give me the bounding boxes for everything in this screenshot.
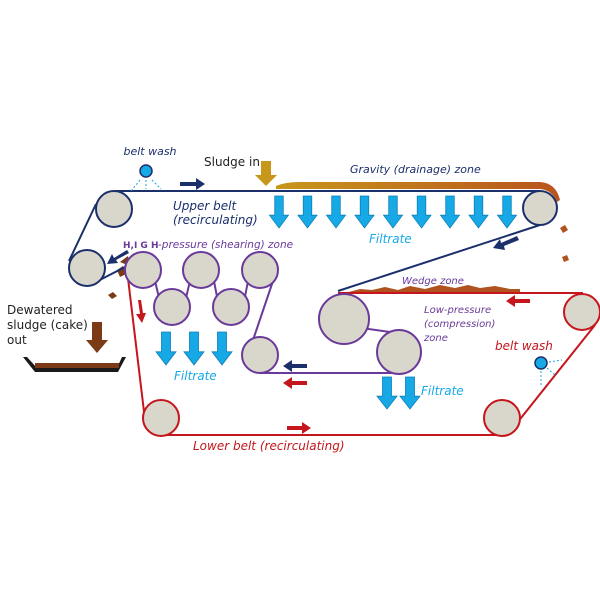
direction-arrow-upper-right	[180, 178, 205, 190]
filtrate-arrow-icon	[325, 195, 347, 229]
roller-upper-right	[522, 190, 558, 226]
filtrate-arrow-icon	[297, 195, 318, 229]
direction-arrow-hp-red	[283, 377, 307, 389]
roller-lower-right-bottom	[483, 399, 521, 437]
roller-lp-small	[376, 329, 422, 375]
dewatered-label-1: Dewatered	[7, 303, 73, 317]
filtrate-arrow-icon	[183, 331, 205, 366]
upper-belt-label-1: Upper belt	[173, 199, 237, 213]
filtrate-arrow-icon	[155, 331, 177, 366]
cake-out-arrow-icon	[86, 322, 108, 353]
lower-belt	[126, 269, 596, 436]
sludge-in-label: Sludge in	[204, 155, 260, 169]
filtrate-arrow-icon	[376, 376, 398, 410]
wedge-zone-label: Wedge zone	[402, 276, 464, 287]
direction-arrow-hp-blue	[283, 360, 307, 372]
direction-arrow-lower-down	[136, 300, 146, 323]
filtrate-arrow-icon	[496, 195, 518, 229]
direction-arrow-upper-return	[493, 236, 519, 250]
filtrate-arrow-icon	[411, 195, 432, 229]
filtrate-arrows-lp	[376, 376, 421, 410]
dewatered-label-2: sludge (cake)	[7, 318, 88, 332]
belt-wash-right-label: belt wash	[495, 339, 553, 353]
filtrate-arrows-gravity	[268, 195, 518, 229]
roller-lower-left	[142, 399, 180, 437]
cake-piece	[560, 225, 568, 233]
roller-lower-right-top	[563, 293, 600, 331]
cake-in-trough	[35, 363, 119, 368]
sludge-layer-wedge	[345, 285, 520, 293]
high-pressure-label: -pressure (shearing) zone	[158, 239, 293, 251]
sludge-layer-gravity	[276, 182, 560, 202]
low-pressure-label-2: (compression)	[424, 319, 495, 330]
roller-lp-large	[318, 293, 370, 345]
roller-hp-2	[153, 288, 191, 326]
gravity-zone-label: Gravity (drainage) zone	[350, 163, 481, 176]
roller-hp-3	[182, 251, 220, 289]
filtrate-arrows-hp	[155, 331, 233, 366]
dewatered-label-3: out	[7, 333, 27, 347]
belt-wash-top-label: belt wash	[123, 145, 176, 158]
filtrate-arrow-icon	[382, 195, 404, 229]
upper-belt	[68, 190, 541, 292]
filtrate-arrow-icon	[399, 376, 421, 410]
direction-arrow-upper-left	[107, 250, 129, 264]
filtrate-arrow-icon	[354, 195, 375, 229]
filtrate-arrow-icon	[211, 331, 233, 366]
cake-piece	[562, 255, 569, 262]
belt-wash-top-icon	[130, 164, 162, 192]
low-pressure-label-3: zone	[423, 333, 448, 344]
roller-hp-6	[241, 336, 279, 374]
roller-hp-5	[241, 251, 279, 289]
direction-arrow-lower-left-top	[506, 295, 530, 307]
high-pressure-label-prefix: H,I G H	[123, 241, 159, 251]
sludge-in-arrow-icon	[255, 161, 277, 186]
filtrate-arrow-icon	[268, 195, 290, 229]
direction-arrow-lower-right	[287, 422, 311, 434]
roller-upper-left-top	[95, 190, 133, 228]
filtrate-top-label: Filtrate	[369, 232, 412, 246]
cake-trough	[23, 357, 126, 372]
lower-belt-label: Lower belt (recirculating)	[193, 439, 345, 453]
belt-wash-right-icon	[534, 356, 563, 385]
low-pressure-label-1: Low-pressure	[424, 305, 491, 316]
upper-belt-label-2: (recirculating)	[173, 213, 258, 227]
roller-upper-left-bottom	[68, 249, 106, 287]
filtrate-arrow-icon	[468, 195, 489, 229]
filtrate-right-label: Filtrate	[421, 384, 464, 398]
cake-piece	[108, 292, 117, 299]
filtrate-arrow-icon	[439, 195, 461, 229]
filtrate-left-label: Filtrate	[174, 369, 217, 383]
roller-hp-4	[212, 288, 250, 326]
roller-hp-1	[124, 251, 162, 289]
